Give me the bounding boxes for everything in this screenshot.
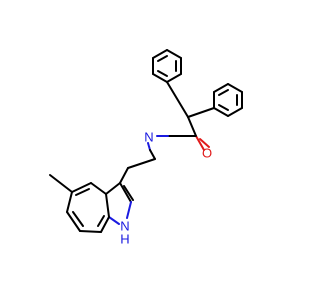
bond (218, 104, 229, 111)
bond (147, 142, 151, 151)
bond (149, 149, 156, 160)
phenyl-ring-upper (152, 49, 182, 83)
molecule-canvas: O N N H (49, 49, 243, 247)
bond (100, 216, 110, 233)
bond (108, 216, 120, 225)
backbone-bonds (119, 81, 215, 184)
bond (187, 107, 215, 118)
bond (166, 81, 189, 118)
phenyl-ring-right (213, 83, 243, 117)
bond (75, 188, 90, 196)
bond (97, 215, 105, 227)
atom-o: O (202, 146, 212, 161)
indole-ring (49, 174, 134, 233)
bond (71, 182, 92, 193)
bond (166, 49, 182, 59)
bond (119, 167, 129, 184)
bond (195, 135, 205, 151)
bond (127, 158, 156, 169)
bond (187, 116, 197, 137)
bond (90, 182, 107, 195)
bond (152, 73, 168, 83)
atom-n-amide: N (144, 130, 153, 145)
structure-drawing: O N N H (49, 49, 243, 247)
bond (157, 55, 168, 62)
bond (66, 191, 73, 213)
bond (227, 83, 243, 93)
bond (199, 138, 210, 148)
bond (119, 182, 132, 203)
bond (213, 107, 229, 117)
bond (152, 49, 168, 59)
bond (123, 185, 134, 201)
bond (66, 211, 81, 232)
atom-label-nitrogen: N (144, 130, 153, 145)
bond (126, 201, 132, 219)
bond (105, 193, 110, 218)
bond (213, 83, 229, 93)
atom-label-hydrogen: H (120, 232, 129, 247)
bond (79, 230, 102, 233)
bond (157, 70, 168, 77)
bond (49, 174, 73, 193)
atom-label-oxygen: O (202, 146, 212, 161)
bond (218, 89, 229, 96)
bond (105, 182, 121, 195)
bond (227, 107, 243, 117)
atom-n-indole: N H (120, 219, 129, 247)
bond (166, 73, 182, 83)
bond (72, 211, 84, 227)
atom-label-nitrogen-ring: N (120, 219, 129, 234)
